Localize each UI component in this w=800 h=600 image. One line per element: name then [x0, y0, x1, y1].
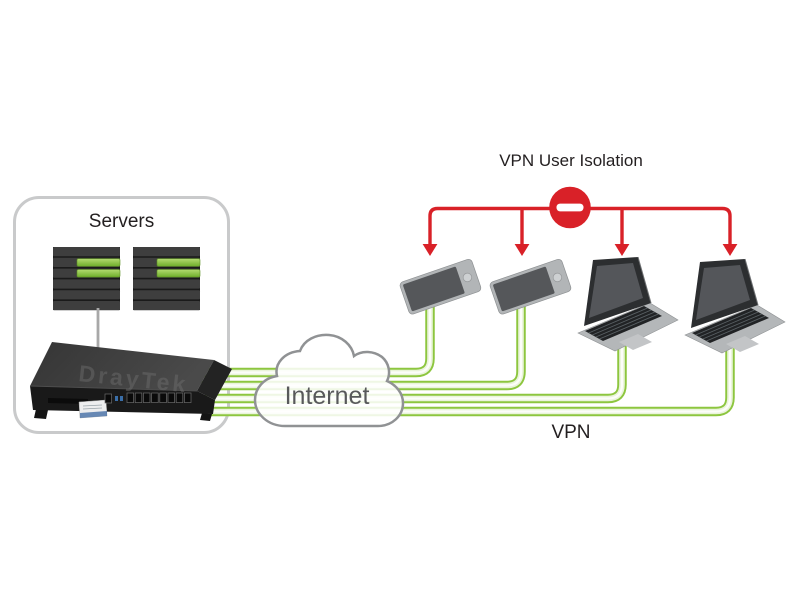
smartphone-icon-1	[398, 257, 483, 316]
block-arrow-icon	[514, 244, 530, 256]
laptop-icon-1	[577, 256, 679, 352]
router-icon: DrayTek	[29, 342, 232, 421]
internet-cloud-icon	[253, 333, 405, 428]
router-slot	[48, 398, 88, 404]
server-icon-left	[52, 246, 121, 311]
servers-label: Servers	[88, 211, 155, 232]
router-ports	[104, 392, 192, 404]
block-arrow-icon	[422, 244, 438, 256]
vpn-label: VPN	[551, 422, 591, 443]
no-entry-icon	[549, 186, 591, 229]
laptop-icon-2	[684, 258, 786, 354]
block-arrow-icon	[614, 244, 630, 256]
isolation-bracket	[422, 186, 738, 256]
internet-label: Internet	[284, 382, 370, 410]
smartphone-icon-2	[488, 257, 573, 316]
vpn-user-isolation-label: VPN User Isolation	[499, 151, 643, 170]
server-icon-right	[132, 246, 201, 311]
block-arrow-icon	[722, 244, 738, 256]
